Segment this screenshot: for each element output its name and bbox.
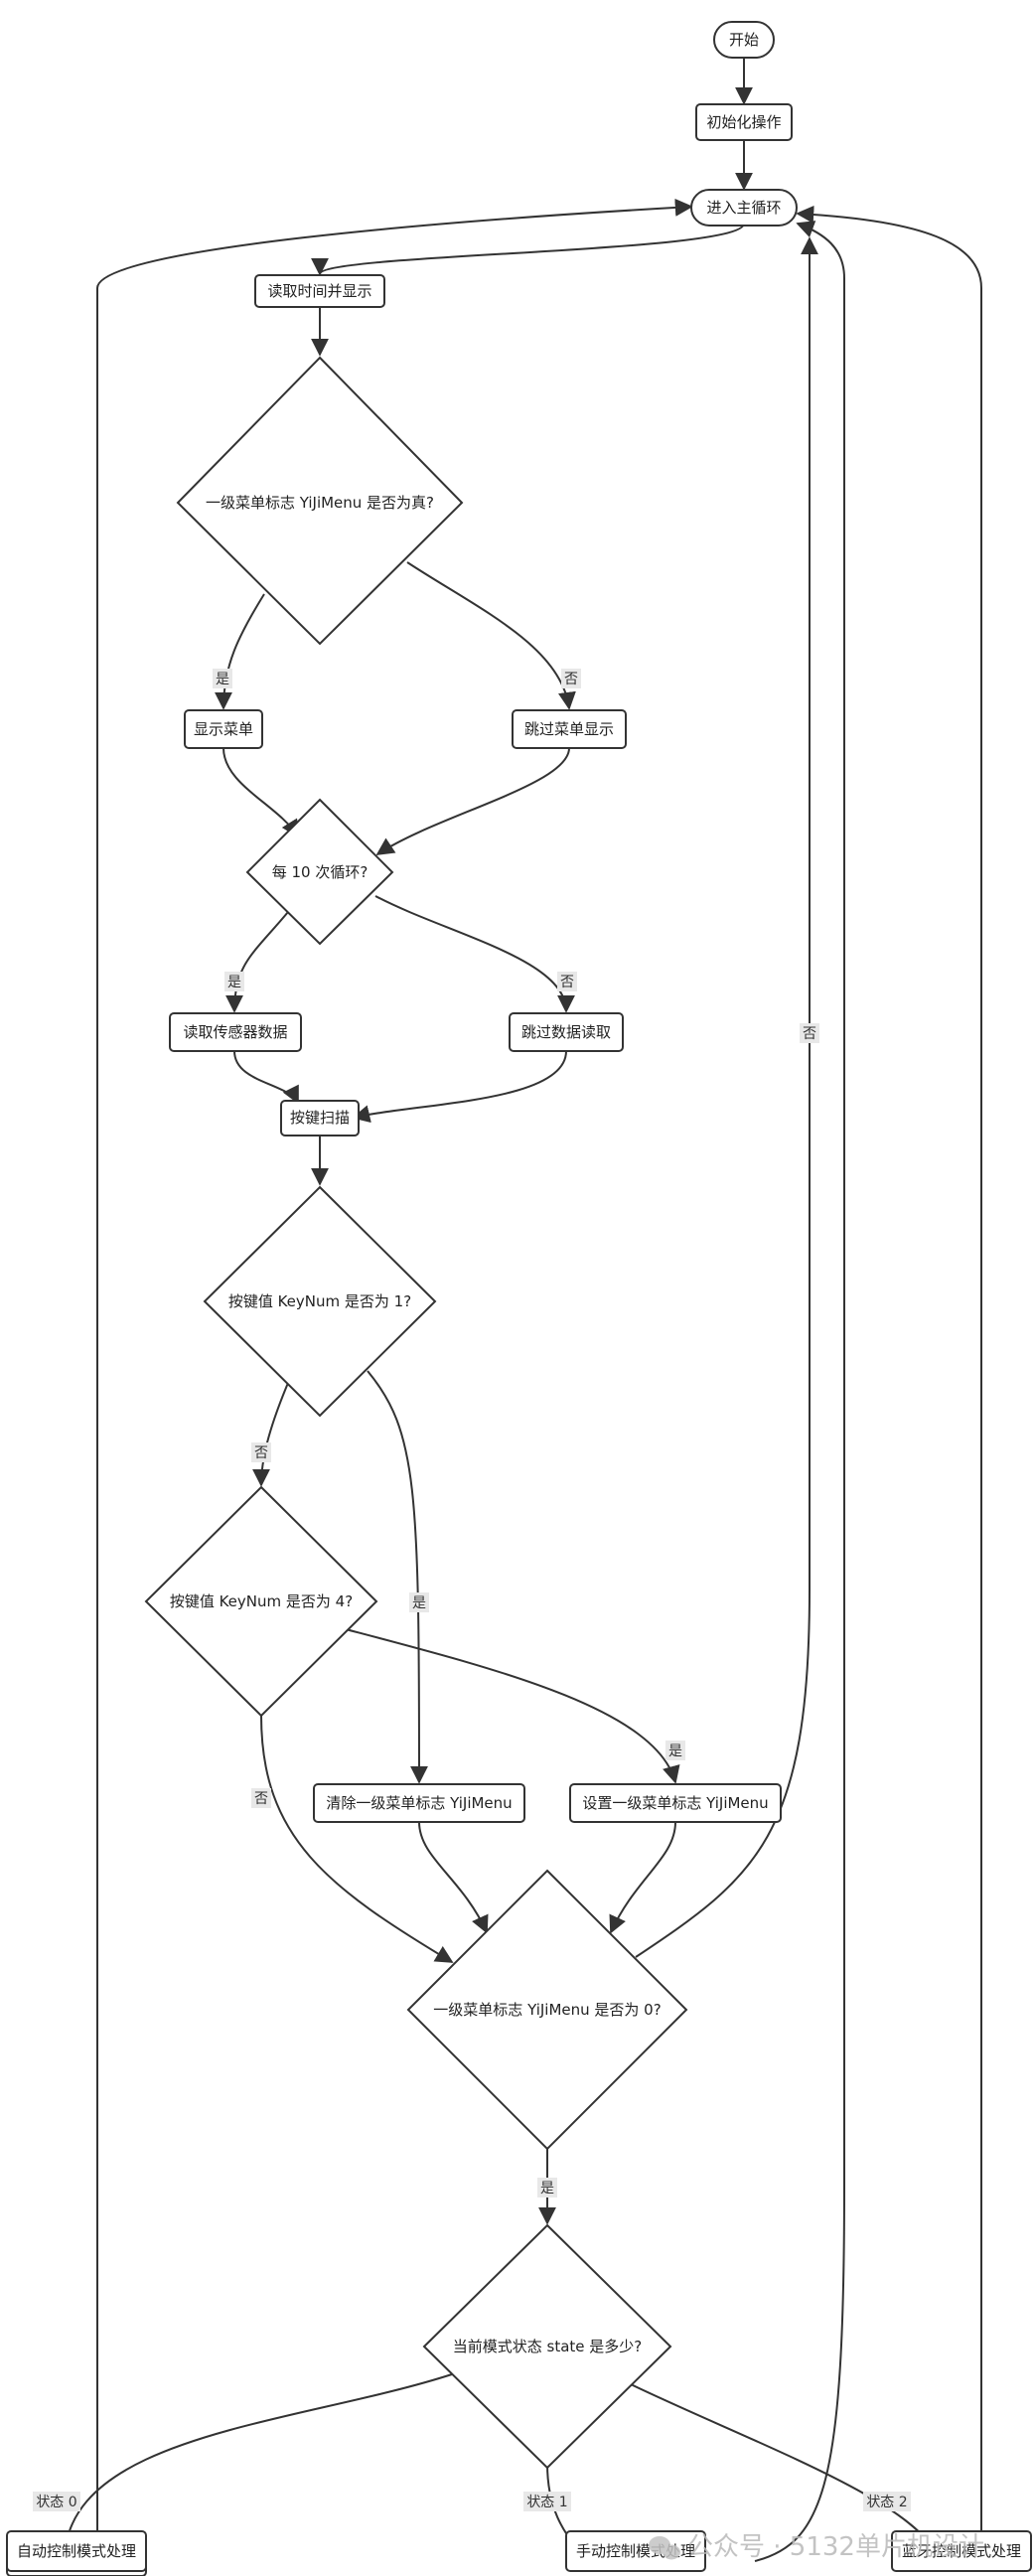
edge-skip-every10 xyxy=(375,747,570,855)
state-check-label: 当前模式状态 state 是多少? xyxy=(453,2338,643,2355)
edge-label-state1: 状态 1 xyxy=(523,2492,571,2511)
edge-label-yes-10-text: 是 xyxy=(227,975,241,990)
skip-read-label: 跳过数据读取 xyxy=(521,1023,611,1041)
key1-check-node: 按键值 KeyNum 是否为 1? xyxy=(203,1185,437,1418)
edge-label-yes-key1-text: 是 xyxy=(412,1595,426,1611)
edge-label-state1-text: 状态 1 xyxy=(526,2495,567,2510)
clear-menu-node: 清除一级菜单标志 YiJiMenu xyxy=(313,1783,525,1823)
key-scan-label: 按键扫描 xyxy=(290,1109,350,1127)
state-check-node: 当前模式状态 state 是多少? xyxy=(422,2223,672,2470)
edge-label-state0: 状态 0 xyxy=(33,2492,80,2511)
set-menu-node: 设置一级菜单标志 YiJiMenu xyxy=(569,1783,782,1823)
edge-label-yes-menu: 是 xyxy=(213,669,232,688)
edge-menucheck-show xyxy=(215,593,265,710)
edge-clear-menu0 xyxy=(418,1821,489,1934)
edge-label-no-menu-text: 否 xyxy=(564,672,578,687)
read-time-label: 读取时间并显示 xyxy=(267,282,371,300)
edge-key1-key4 xyxy=(252,1382,289,1487)
skip-read-node: 跳过数据读取 xyxy=(509,1012,624,1052)
menu-check-node: 一级菜单标志 YiJiMenu 是否为真? xyxy=(176,356,464,646)
edge-label-no-menu0: 否 xyxy=(800,1023,819,1043)
every10-node: 每 10 次循环? xyxy=(245,798,394,946)
edge-label-yes-menu-text: 是 xyxy=(216,672,229,687)
key-scan-node: 按键扫描 xyxy=(280,1100,360,1136)
wechat-icon xyxy=(649,2536,680,2560)
skip-menu-node: 跳过菜单显示 xyxy=(512,709,627,749)
skip-menu-label: 跳过菜单显示 xyxy=(524,720,614,738)
edge-every10-skipread xyxy=(374,895,575,1013)
menu0-check-label: 一级菜单标志 YiJiMenu 是否为 0? xyxy=(433,2001,661,2019)
bt-mode-node: 蓝牙控制模式处理 xyxy=(891,2530,1032,2572)
init-node: 初始化操作 xyxy=(695,103,793,141)
key4-check-label: 按键值 KeyNum 是否为 4? xyxy=(170,1592,353,1610)
edge-set-menu0 xyxy=(609,1821,676,1934)
auto-mode-label: 自动控制模式处理 xyxy=(17,2542,136,2560)
watermark-text: 公众号 · 5132单片机设计 xyxy=(687,2532,984,2562)
edge-manual-loop xyxy=(754,221,845,2562)
manual-mode-node: 手动控制模式处理 xyxy=(565,2530,706,2572)
init-label: 初始化操作 xyxy=(706,113,781,131)
edge-label-no-menu0-text: 否 xyxy=(803,1026,816,1042)
edge-label-state2-text: 状态 2 xyxy=(866,2495,907,2510)
edge-state-auto xyxy=(56,2373,453,2563)
edge-label-no-key4: 否 xyxy=(251,1788,271,1808)
menu0-check-node: 一级菜单标志 YiJiMenu 是否为 0? xyxy=(406,1869,688,2151)
edge-label-yes-menu0: 是 xyxy=(537,2178,557,2197)
edge-label-state2: 状态 2 xyxy=(863,2492,911,2511)
edge-readsensor-keyscan xyxy=(233,1050,299,1105)
edge-label-no-10: 否 xyxy=(557,972,577,991)
watermark: 公众号 · 5132单片机设计 xyxy=(649,2532,984,2562)
edge-label-no-10-text: 否 xyxy=(560,975,574,990)
edge-label-yes-key4: 是 xyxy=(665,1741,685,1760)
edge-label-no-key1: 否 xyxy=(251,1442,271,1462)
main-loop-label: 进入主循环 xyxy=(706,199,781,217)
edge-label-no-key4-text: 否 xyxy=(254,1791,268,1807)
start-node: 开始 xyxy=(713,21,775,59)
edge-show-every10 xyxy=(222,747,299,838)
edge-label-no-key1-text: 否 xyxy=(254,1445,268,1461)
edge-label-state0-text: 状态 0 xyxy=(36,2495,76,2510)
edge-label-no-menu: 否 xyxy=(561,669,581,688)
edge-label-yes-10: 是 xyxy=(224,972,244,991)
menu-check-label: 一级菜单标志 YiJiMenu 是否为真? xyxy=(206,494,434,512)
start-label: 开始 xyxy=(729,31,759,49)
edge-menucheck-skip xyxy=(406,561,576,710)
edge-label-yes-menu0-text: 是 xyxy=(540,2181,554,2197)
bt-mode-label: 蓝牙控制模式处理 xyxy=(902,2542,1021,2560)
set-menu-label: 设置一级菜单标志 YiJiMenu xyxy=(582,1794,768,1812)
read-time-node: 读取时间并显示 xyxy=(254,274,385,308)
auto-mode-node: 自动控制模式处理 xyxy=(6,2530,147,2576)
edge-every10-readsensor xyxy=(225,911,289,1013)
edge-skipread-keyscan xyxy=(352,1050,567,1124)
edge-key1-clear xyxy=(367,1370,428,1784)
edge-key4-menu0 xyxy=(260,1715,454,1963)
clear-menu-label: 清除一级菜单标志 YiJiMenu xyxy=(326,1794,512,1812)
edge-label-yes-key1: 是 xyxy=(409,1592,429,1612)
every10-label: 每 10 次循环? xyxy=(272,863,369,881)
show-menu-node: 显示菜单 xyxy=(184,709,263,749)
edge-menu0-loop xyxy=(635,236,818,1958)
edge-key4-set xyxy=(345,1628,680,1784)
edge-bt-loop xyxy=(796,205,982,2561)
key1-check-label: 按键值 KeyNum 是否为 1? xyxy=(228,1292,411,1310)
edge-auto-loop xyxy=(96,198,693,2561)
read-sensor-node: 读取传感器数据 xyxy=(169,1012,302,1052)
edge-label-yes-key4-text: 是 xyxy=(668,1743,682,1759)
read-sensor-label: 读取传感器数据 xyxy=(183,1023,287,1041)
key4-check-node: 按键值 KeyNum 是否为 4? xyxy=(144,1485,378,1718)
main-loop-node: 进入主循环 xyxy=(690,189,798,227)
edge-loop-readtime xyxy=(311,223,745,276)
show-menu-label: 显示菜单 xyxy=(194,720,253,738)
